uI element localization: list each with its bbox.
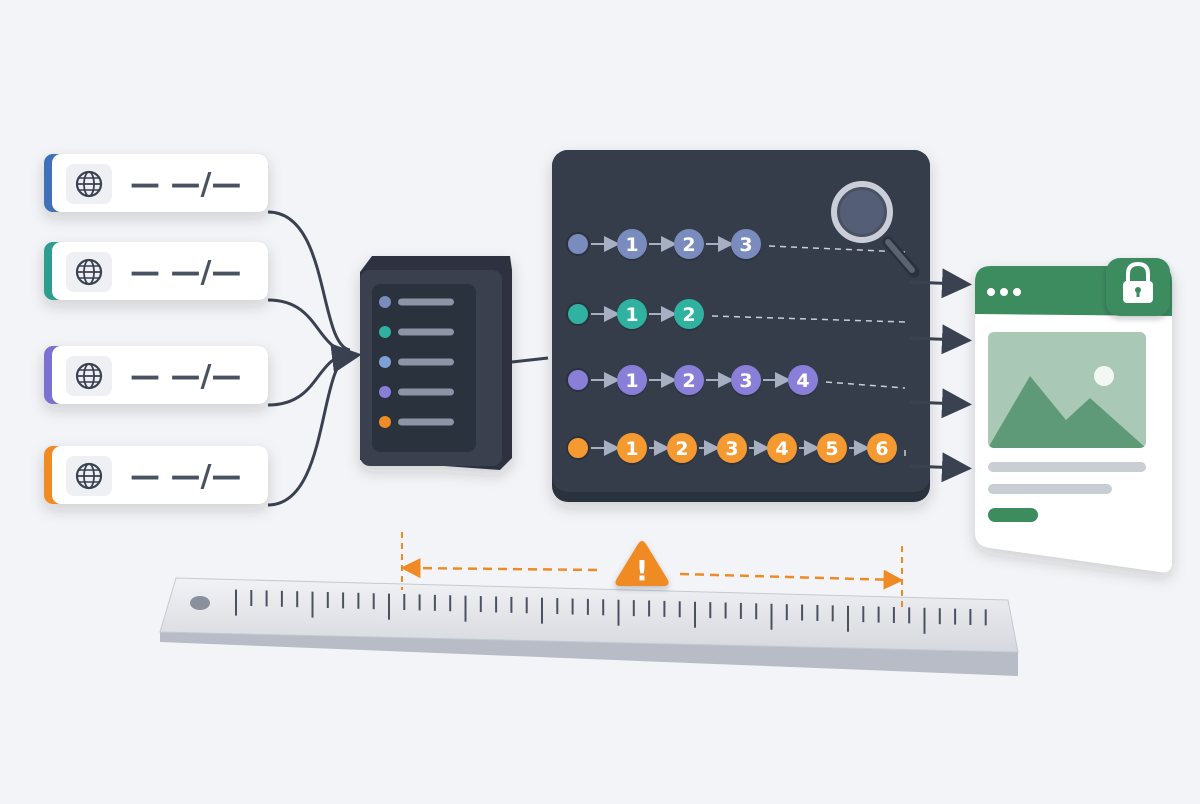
queue-panel [552,150,930,502]
server-indicators [379,296,454,428]
status-dot [379,356,391,368]
step-node [674,229,704,259]
step-node [617,433,647,463]
connector-line [267,343,362,507]
window-dot [1000,288,1008,296]
ruler-ticks [235,589,987,634]
step-number: 1 [625,234,638,256]
window-dot [1013,288,1021,296]
text-line [988,484,1112,494]
step-number: 2 [675,438,688,460]
step-node [617,229,647,259]
slot-bar [398,298,454,306]
status-dot [379,386,391,398]
slot-bar [398,358,454,366]
source-connectors [267,210,549,507]
step-node [674,365,704,395]
queue-trail [825,381,906,389]
queue-start-dot [566,232,590,256]
step-number: 1 [625,370,638,392]
warning-icon: ! [615,541,669,587]
step-number: 4 [775,438,788,460]
step-number: 1 [625,304,638,326]
action-bar [988,508,1038,522]
source-url-label: — —/— [130,167,241,202]
lock-icon [1106,258,1170,316]
measurement-span [400,532,904,610]
server-slot [379,326,454,338]
output-arrow [909,452,972,483]
step-number: 6 [875,438,888,460]
queue-trail [768,245,906,253]
server-slot [379,386,454,398]
server-to-queue-line [511,356,549,364]
window-dot [987,288,995,296]
step-number: 2 [682,370,695,392]
step-number: 3 [739,370,752,392]
queue-start-dot [566,368,590,392]
queue-row: 1 2 3 [566,229,906,261]
step-node [867,433,897,463]
connector-line [267,298,351,354]
status-dot [379,416,391,428]
output-arrow [909,324,972,355]
server-slot [379,296,454,308]
browser-content [987,288,1146,522]
step-node [817,433,847,463]
source-url-label: — —/— [130,255,241,290]
ruler [159,577,1019,676]
magnifier-icon [831,181,920,278]
server-slot [379,416,454,428]
step-node [717,433,747,463]
slot-bar [398,418,454,426]
globe-icon [66,164,112,204]
step-node [731,229,761,259]
warning-symbol: ! [636,554,649,587]
step-node [674,299,704,329]
globe-icon [66,456,112,496]
step-number: 1 [625,438,638,460]
queue-row: 1 2 3 4 [566,365,906,397]
ruler-hole [190,596,210,610]
output-arrow [909,268,972,299]
step-number: 2 [682,304,695,326]
step-number: 5 [825,438,838,460]
step-node [731,365,761,395]
step-node [788,365,818,395]
queue-start-dot [566,436,590,460]
step-number: 2 [682,234,695,256]
output-arrow [909,388,972,419]
step-node [617,299,647,329]
step-number: 3 [739,234,752,256]
connector-line [267,210,351,352]
status-dot [379,326,391,338]
image-placeholder-icon [988,332,1146,448]
slot-bar [398,388,454,396]
step-number: 4 [796,370,809,392]
queue-row: 1 2 3 4 5 6 [566,433,906,465]
source-url-label: — —/— [130,359,241,394]
status-dot [379,296,391,308]
step-node [767,433,797,463]
globe-icon [66,252,112,292]
output-arrows [909,268,972,483]
text-line [988,462,1146,472]
source-list: — —/— — —/— — —/— — —/— [44,154,268,504]
globe-icon [66,356,112,396]
step-node [667,433,697,463]
connector-line [267,352,351,407]
server-slot [379,356,454,368]
step-node [617,365,647,395]
queue-start-dot [566,302,590,326]
slot-bar [398,328,454,336]
source-url-label: — —/— [130,459,241,494]
step-number: 3 [725,438,738,460]
